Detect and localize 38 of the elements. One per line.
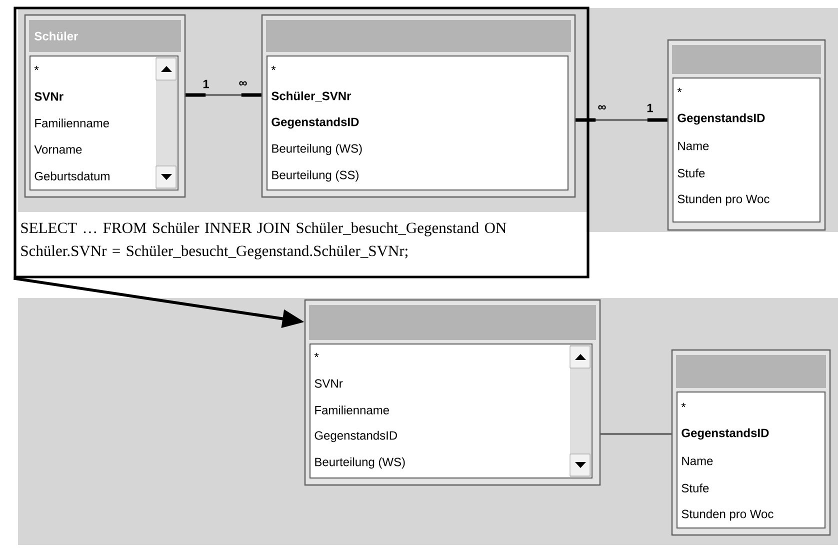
table-title: Schüler bbox=[34, 32, 78, 40]
connector bbox=[186, 93, 262, 97]
field-name: Beurteilung (WS) bbox=[272, 144, 362, 156]
cardinality-mark: 1 bbox=[647, 104, 653, 112]
field-name: Name bbox=[678, 142, 709, 150]
field-name: Schüler_SVNr bbox=[272, 91, 352, 102]
field-name: GegenstandsID bbox=[314, 430, 397, 442]
field-name: * bbox=[34, 66, 39, 70]
field-name: Beurteilung (SS) bbox=[272, 170, 358, 182]
field-name: Familienname bbox=[315, 406, 389, 414]
field-name: SVNr bbox=[314, 379, 343, 388]
cardinality-mark: ∞ bbox=[598, 105, 606, 110]
field-name: Vorname bbox=[34, 145, 82, 154]
field-name: Beurteilung (WS) bbox=[315, 457, 405, 469]
table-box bbox=[261, 14, 576, 198]
field-name: GegenstandsID bbox=[272, 117, 359, 129]
table-box bbox=[24, 14, 186, 198]
field-name: * bbox=[314, 352, 319, 358]
cardinality-mark: 1 bbox=[203, 80, 209, 88]
table-box bbox=[671, 349, 831, 536]
field-name: * bbox=[271, 66, 276, 70]
field-name: Name bbox=[682, 456, 713, 466]
field-name: SVNr bbox=[34, 92, 64, 101]
field-name: Stufe bbox=[682, 484, 709, 492]
table-box bbox=[304, 299, 601, 486]
field-name: Stufe bbox=[678, 168, 705, 178]
cardinality-mark: ∞ bbox=[239, 81, 247, 86]
field-name: * bbox=[681, 402, 686, 408]
field-name: Stunden pro Woc bbox=[682, 509, 774, 521]
field-name: Familienname bbox=[35, 118, 109, 128]
table-box bbox=[667, 39, 826, 231]
connector bbox=[576, 118, 668, 122]
field-name: * bbox=[677, 88, 682, 92]
sql-query: SELECT … FROM Schüler INNER JOIN Schüler_besucht_Gegenstand ON Schüler.SVNr = Schüler_besucht_Gegenstand.Schüler_SVNr; bbox=[21, 222, 506, 260]
field-name: GegenstandsID bbox=[682, 428, 769, 440]
field-name: Stunden pro Woc bbox=[678, 194, 770, 206]
field-name: Geburtsdatum bbox=[34, 172, 110, 180]
field-name: GegenstandsID bbox=[678, 113, 765, 125]
